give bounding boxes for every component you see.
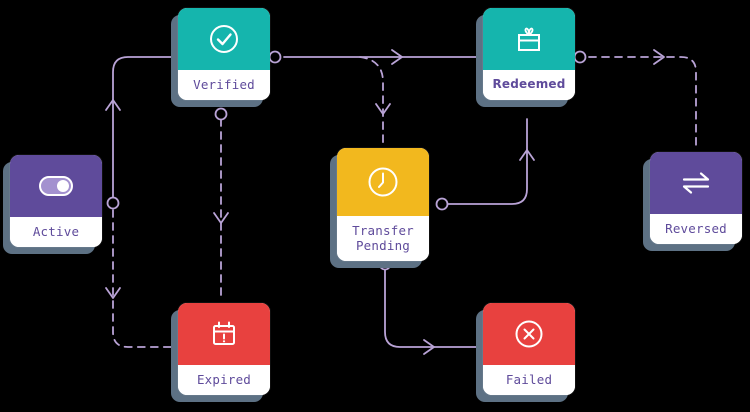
node-transfer-pending[interactable]: Transfer Pending: [330, 148, 429, 268]
node-card: Verified: [178, 8, 270, 100]
node-failed[interactable]: Failed: [476, 303, 575, 402]
node-header: [337, 148, 429, 216]
node-expired[interactable]: Expired: [171, 303, 270, 402]
edge-transfer-to-failed: [384, 268, 482, 348]
edge-verified-to-transfer: [359, 56, 384, 147]
node-header: [483, 8, 575, 70]
calendar-alert-icon: [213, 321, 235, 345]
x-circle-icon: [515, 320, 543, 348]
swap-arrows-icon: [682, 172, 710, 194]
toggle-switch-icon: [39, 176, 73, 196]
node-label: Failed: [483, 365, 575, 395]
node-header: [10, 155, 102, 217]
check-circle-icon: [210, 25, 238, 53]
node-label: Transfer Pending: [337, 216, 429, 261]
node-card: Redeemed: [483, 8, 575, 100]
node-label: Expired: [178, 365, 270, 395]
node-label: Reversed: [650, 214, 742, 244]
port-verified-bottom: [214, 107, 228, 121]
node-header: [650, 152, 742, 214]
edge-active-to-verified: [112, 56, 177, 203]
clock-icon: [368, 167, 398, 197]
edge-redeemed-to-reversed: [588, 56, 697, 151]
gift-icon: [518, 27, 540, 51]
port-active-right: [106, 196, 120, 210]
node-card: Reversed: [650, 152, 742, 244]
node-label: Active: [10, 217, 102, 247]
node-header: [178, 303, 270, 365]
port-redeemed-right: [573, 50, 587, 64]
edge-transfer-to-redeemed: [437, 118, 528, 205]
node-header: [178, 8, 270, 70]
edge-active-to-expired: [112, 209, 177, 348]
node-card: Failed: [483, 303, 575, 395]
node-card: Expired: [178, 303, 270, 395]
node-verified[interactable]: Verified: [171, 8, 270, 107]
node-label: Redeemed: [483, 70, 575, 100]
node-header: [483, 303, 575, 365]
node-label: Verified: [178, 70, 270, 100]
port-transfer-right: [435, 197, 449, 211]
node-redeemed[interactable]: Redeemed: [476, 8, 575, 107]
node-card: Active: [10, 155, 102, 247]
port-verified-right: [268, 50, 282, 64]
node-card: Transfer Pending: [337, 148, 429, 261]
node-reversed[interactable]: Reversed: [643, 152, 742, 251]
node-active[interactable]: Active: [3, 155, 102, 254]
